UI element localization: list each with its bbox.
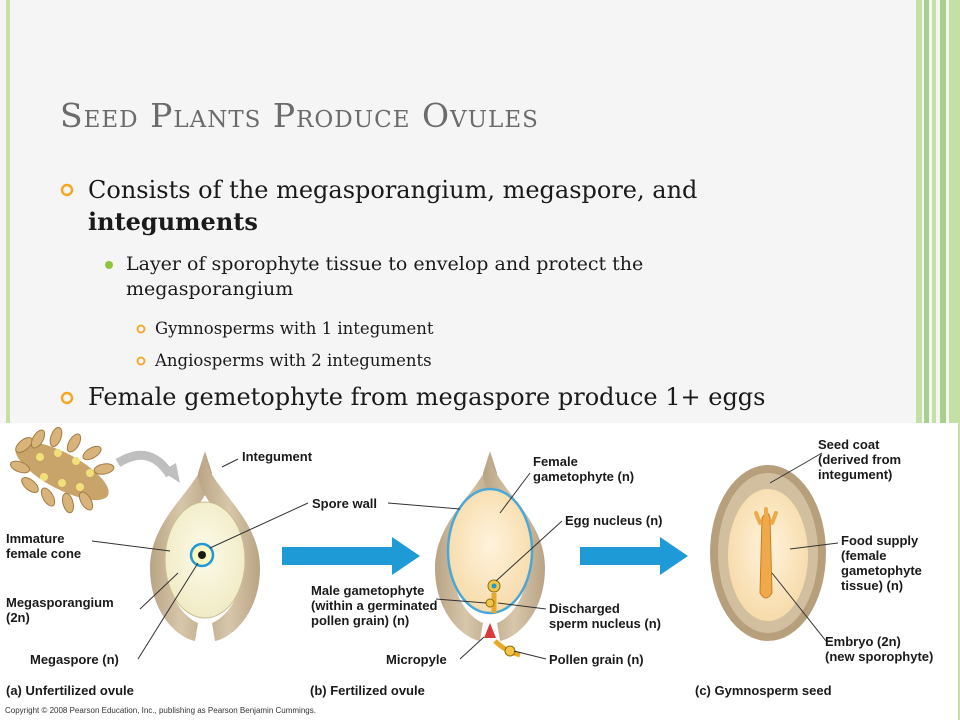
process-arrow-icon <box>580 537 688 575</box>
label-embryo: Embryo (2n)(new sporophyte) <box>825 634 934 664</box>
unfertilized-ovule-illustration <box>150 451 260 641</box>
copyright-notice: Copyright © 2008 Pearson Education, Inc.… <box>5 706 316 715</box>
label-integument: Integument <box>242 449 313 464</box>
left-accent-rule <box>6 0 10 425</box>
label-megasporangium: Megasporangium(2n) <box>6 595 114 625</box>
label-spore-wall: Spore wall <box>312 496 378 511</box>
ovule-illustration <box>9 426 839 660</box>
slide-title: Seed Plants Produce Ovules <box>60 96 539 135</box>
label-megaspore: Megaspore (n) <box>30 652 119 667</box>
ring-bullet-small-icon <box>136 324 146 334</box>
bullet-level3-text: Angiosperms with 2 integuments <box>155 351 432 370</box>
label-pollen-grain: Pollen grain (n) <box>549 652 644 667</box>
label-micropyle: Micropyle <box>386 652 447 667</box>
ring-bullet-small-icon <box>136 356 146 366</box>
label-egg-nucleus: Egg nucleus (n) <box>565 513 663 528</box>
gymnosperm-seed-illustration <box>710 465 826 641</box>
process-arrow-icon <box>282 537 420 575</box>
right-decorative-stripes <box>916 0 960 720</box>
caption-a: (a) Unfertilized ovule <box>6 683 134 698</box>
female-cone-illustration <box>9 426 180 514</box>
ring-bullet-icon <box>60 391 74 405</box>
ring-bullet-icon <box>60 183 74 197</box>
caption-c: (c) Gymnosperm seed <box>695 683 832 698</box>
bullet-level2-text: Layer of sporophyte tissue to envelop an… <box>126 253 644 300</box>
caption-b: (b) Fertilized ovule <box>310 683 425 698</box>
bullet-level1-text: Consists of the megasporangium, megaspor… <box>88 176 698 236</box>
fertilized-ovule-illustration <box>435 451 545 658</box>
leader-lines <box>91 452 839 660</box>
bullet-level1-text: Female gemetophyte from megaspore produc… <box>88 383 766 411</box>
dot-bullet-icon <box>105 261 113 269</box>
bullet-level3-text: Gymnosperms with 1 integument <box>155 319 434 338</box>
